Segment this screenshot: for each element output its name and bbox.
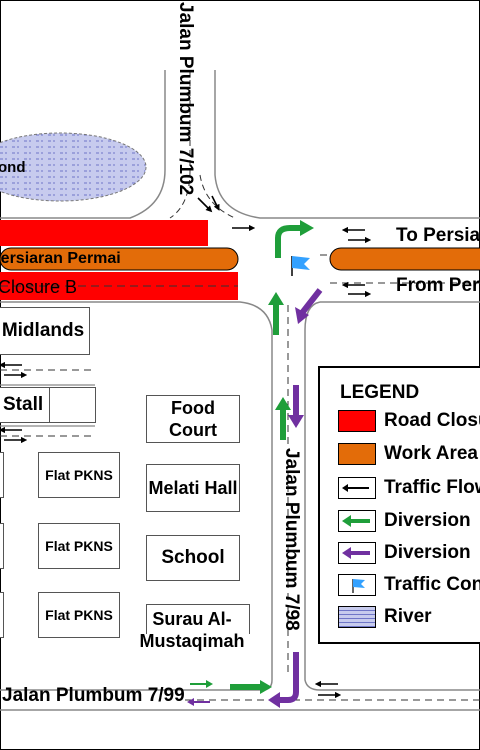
closure-b-label: Closure B	[0, 277, 78, 297]
legend-label: Diversion	[384, 510, 471, 531]
purple-diversion-arrow-icon	[338, 542, 376, 564]
traffic-cone-flag-icon	[338, 574, 376, 596]
pond-shape	[0, 132, 147, 202]
east-road-label: Jalan Plumbum 7/98	[281, 448, 302, 631]
green-diversion-arrow-icon	[338, 510, 376, 532]
green-arrowhead	[260, 680, 272, 694]
purple-arrowhead	[295, 307, 309, 324]
surau-label: Surau Al-Mustaqimah	[139, 608, 245, 652]
flow-arrow-slip	[197, 197, 213, 213]
legend: LEGEND Road Closure Work Area Traffic Fl…	[318, 366, 480, 644]
legend-label: River	[384, 606, 432, 627]
building-partial-2	[0, 523, 4, 569]
north-road-west-edge	[0, 70, 166, 219]
river-swatch	[338, 606, 376, 628]
legend-row-traffic-flow: Traffic Flow	[338, 475, 480, 501]
surau-outline	[146, 604, 250, 634]
building-flat-pkns-3: Flat PKNS	[38, 592, 120, 638]
to-persiaran-label: To Persiaran	[396, 225, 480, 246]
work-area-east	[329, 247, 480, 271]
building-flat-pkns-2: Flat PKNS	[38, 523, 120, 569]
north-road-label: Jalan Plumbum 7/102	[175, 2, 196, 196]
traffic-flow-arrow-icon	[338, 477, 376, 499]
building-flat-pkns-1: Flat PKNS	[38, 452, 120, 498]
legend-row-road-closure: Road Closure	[338, 408, 480, 434]
flow-arrow-slip	[211, 195, 220, 211]
stall-label: Stall	[3, 394, 44, 415]
green-arrowhead	[275, 397, 291, 410]
building-surau: Surau Al-Mustaqimah	[140, 604, 250, 656]
road-closure-swatch	[338, 410, 376, 432]
legend-label: Diversion	[384, 542, 471, 563]
building-partial-3	[0, 592, 4, 638]
legend-row-traffic-cone: Traffic Cone	[338, 572, 480, 598]
legend-row-river: River	[338, 604, 432, 630]
from-persiaran-label: From Persiaran	[396, 275, 480, 296]
east-road-edge	[304, 301, 480, 691]
legend-row-diversion-green: Diversion	[338, 508, 471, 534]
persiaran-road-label: Persiaran Permai	[0, 250, 121, 267]
legend-label: Traffic Cone	[384, 574, 480, 595]
legend-row-diversion-purple: Diversion	[338, 540, 471, 566]
building-midlands: Midlands	[0, 307, 90, 355]
work-area-swatch	[338, 443, 376, 465]
legend-label: Road Closure	[384, 410, 480, 431]
green-arrowhead	[300, 220, 314, 236]
work-area-west	[0, 247, 239, 271]
pond-label: Pond	[0, 159, 26, 176]
building-partial-1	[0, 452, 4, 498]
legend-label: Work Area	[384, 443, 478, 464]
purple-arrowhead	[268, 692, 280, 708]
building-food-court: Food Court	[146, 395, 240, 443]
building-melati-hall: Melati Hall	[146, 464, 240, 512]
building-school: School	[146, 535, 240, 581]
legend-title: LEGEND	[340, 382, 420, 403]
traffic-cone-flag	[292, 256, 310, 270]
stall-divider	[49, 388, 50, 422]
north-road-slip-line	[199, 174, 236, 219]
purple-diversion-diag	[299, 288, 323, 315]
green-arrowhead	[268, 292, 284, 305]
bottom-road-label: Jalan Plumbum 7/99	[2, 685, 185, 706]
building-stall: Stall	[0, 387, 96, 423]
green-small-arrowhead	[206, 680, 213, 688]
purple-diversion-turn	[280, 652, 299, 703]
purple-arrowhead	[288, 415, 304, 428]
closure-a-bar	[0, 220, 208, 246]
green-diversion-turn	[275, 225, 300, 258]
north-road-centerline	[169, 70, 191, 219]
north-road-east-edge	[214, 70, 480, 219]
purple-small-arrowhead	[187, 698, 194, 706]
legend-row-work-area: Work Area	[338, 441, 478, 467]
legend-label: Traffic Flow	[384, 477, 480, 498]
